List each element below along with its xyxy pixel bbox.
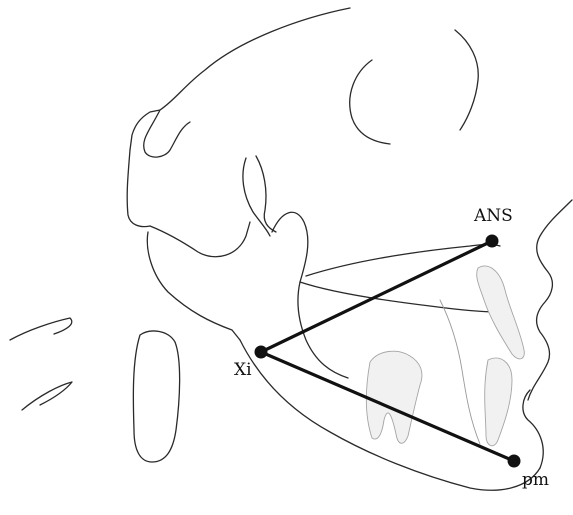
palate-outline	[306, 245, 500, 277]
xi-point	[255, 346, 268, 359]
incisor-lower-outline	[485, 358, 512, 446]
pm-point	[508, 455, 521, 468]
skull-base-lower-outline	[127, 150, 250, 257]
sella-outline	[144, 110, 190, 157]
nasal-profile-outline	[528, 200, 572, 400]
ans-label: ANS	[473, 206, 513, 226]
ramus-outline	[147, 232, 240, 340]
pm-label: pm	[522, 470, 549, 490]
cranial-base-outline	[130, 8, 350, 150]
incisor-upper-outline	[477, 266, 525, 359]
orbit-outline	[350, 60, 390, 144]
frontal-outline	[455, 30, 478, 130]
xi-ans-line	[261, 241, 492, 352]
xi-label: Xi	[234, 360, 252, 380]
alveolar-outline	[440, 300, 480, 444]
cervical-vertebra-outline	[133, 331, 179, 462]
molar-tooth-outline	[366, 351, 422, 443]
ear-outline-upper	[10, 318, 72, 340]
ans-point	[486, 235, 499, 248]
ear-outline-lower	[22, 382, 72, 410]
chin-outline	[523, 390, 543, 468]
mandible-ramus-posterior	[272, 212, 348, 378]
